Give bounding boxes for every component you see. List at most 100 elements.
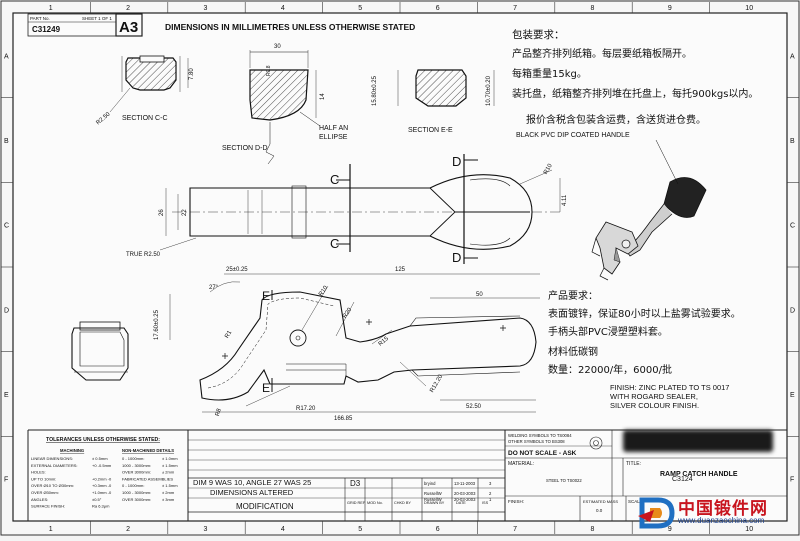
column-marker-top: 2 xyxy=(126,5,130,12)
column-marker-bottom: 3 xyxy=(204,526,208,533)
row-marker-right: D xyxy=(790,307,795,314)
mod-drawn-by: DRAWN BY xyxy=(424,501,445,505)
column-marker-top: 8 xyxy=(591,5,595,12)
plan-view: 26 22 R10 4.11 C C D D TRUE R2.50 xyxy=(126,154,568,265)
packing-line-3: 装托盘，纸箱整齐排列堆在托盘上，每托900kgs以内。 xyxy=(512,89,759,100)
mod-row-date: 20-03-2003 xyxy=(454,497,476,502)
do-not-scale: DO NOT SCALE - ASK xyxy=(508,450,577,457)
plan-label-c-top: C xyxy=(330,172,339,187)
tolerance-left-value: Ra 6.3μm xyxy=(92,504,110,509)
plan-label-d-bottom: D xyxy=(452,250,461,265)
dim-dd-width: 30 xyxy=(274,44,281,50)
row-marker-right: A xyxy=(790,53,795,60)
mod-date: DATE xyxy=(456,501,466,505)
dim-plan-d: 4.11 xyxy=(562,194,568,206)
column-marker-bottom: 2 xyxy=(126,526,130,533)
column-marker-bottom: 5 xyxy=(358,526,362,533)
tolerance-right-value: ± 3mm xyxy=(162,497,175,502)
packing-line-1: 产品整齐排列纸箱。每层要纸箱板隔开。 xyxy=(512,49,692,60)
mass-label: ESTIMATED MASS xyxy=(583,499,618,504)
tolerance-left-value: +1.0mm -0 xyxy=(92,490,112,495)
product-line-3: 材料低碳钢 xyxy=(548,347,598,358)
tolerance-left-label: EXTERNAL DIAMETERS: xyxy=(31,463,78,468)
dimensions-note: DIMENSIONS IN MILLIMETRES UNLESS OTHERWI… xyxy=(165,22,415,32)
mod-iss: ISS xyxy=(482,501,489,505)
dim-side-r1720: R17.20 xyxy=(296,406,316,412)
dim-ee-b: 10.70±0.20 xyxy=(486,75,492,106)
projection-symbol xyxy=(589,436,603,450)
section-d-d-label: SECTION D-D xyxy=(222,145,268,152)
dim-side-25: 25±0.25 xyxy=(226,267,248,273)
tolerance-right-label: OVER 3000mm: xyxy=(122,497,151,502)
product-line-1: 表面镀锌，保证80小时以上盐雾试验要求。 xyxy=(548,309,741,320)
section-d-d: 30 14 R0.8 SECTION D-D HALF AN ELLIPSE xyxy=(222,44,348,165)
true-r-label: TRUE R2.50 xyxy=(126,252,161,258)
tolerances-machining: MACHINING xyxy=(60,448,84,453)
tolerance-right-label: 0 - 1000mm: xyxy=(122,456,144,461)
column-marker-top: 5 xyxy=(358,5,362,12)
column-marker-bottom: 8 xyxy=(591,526,595,533)
scale-label: SCALE xyxy=(628,499,643,504)
dim-plan-22: 22 xyxy=(182,209,188,216)
row-marker-left: A xyxy=(4,53,9,60)
column-marker-bottom: 7 xyxy=(513,526,517,533)
tolerance-right-value: ± 1.0mm xyxy=(162,456,178,461)
dim-ee-a: 15.80±0.25 xyxy=(372,75,378,106)
product-line-2: 手柄头部PVC浸塑塑料套。 xyxy=(548,327,668,338)
tolerance-right-label: 0 - 1000mm: xyxy=(122,483,144,488)
row-marker-right: C xyxy=(790,223,795,230)
finish-note-line-2: WITH ROGARD SEALER, xyxy=(610,392,698,401)
packing-title: 包装要求： xyxy=(512,29,565,41)
column-marker-top: 9 xyxy=(668,5,672,12)
tolerance-right-label: 1000 - 3000mm: xyxy=(122,463,151,468)
mod-row-drawn-by: RussellW xyxy=(424,491,442,496)
tolerance-left-label: ANGLES: xyxy=(31,497,48,502)
tolerance-right-value: ± 1.5mm xyxy=(162,463,178,468)
watermark-text: 中国锻件网 xyxy=(678,499,768,519)
row-marker-left: C xyxy=(4,223,9,230)
column-marker-top: 3 xyxy=(204,5,208,12)
material-label: MATERIAL: xyxy=(508,461,534,467)
dim-plan-r10: R10 xyxy=(543,162,554,175)
quote-note: 报价含税含包装含运费，含送货进仓费。 xyxy=(526,115,706,126)
row-marker-left: B xyxy=(4,138,9,145)
side-label-e-bottom: E xyxy=(262,381,270,395)
mod-row-date: 20-03-2003 xyxy=(454,491,476,496)
material-steel: STEEL TO TS0022 xyxy=(546,478,582,483)
column-marker-top: 4 xyxy=(281,5,285,12)
sheet-label: SHEET 1 OF 1 xyxy=(82,16,112,21)
tolerance-right-value: ± 1.5mm xyxy=(162,483,178,488)
column-marker-top: 7 xyxy=(513,5,517,12)
modification-header: MODIFICATION xyxy=(236,502,294,511)
row-marker-left: D xyxy=(4,307,9,314)
welding-symbols: WELDING SYMBOLS TO TS0084 xyxy=(508,433,572,438)
tolerance-right-value: ± 2mm xyxy=(162,470,175,475)
modification-grid: D3 xyxy=(350,479,361,488)
part-no-label: PART No. xyxy=(30,16,50,21)
half-ellipse-label-2: ELLIPSE xyxy=(319,134,348,141)
tolerances-non-machined: NON-MACHINED DETAILS xyxy=(122,448,174,453)
finish-label: FINISH: xyxy=(508,499,524,504)
finish-note-line-1: FINISH: ZINC PLATED TO TS 0017 xyxy=(610,383,729,392)
tolerance-left-value: ±0.5° xyxy=(92,497,102,502)
end-view xyxy=(71,321,129,381)
mod-row-issue: 1 xyxy=(489,497,492,502)
dim-side-angle: 27° xyxy=(209,285,219,291)
dim-side-r10: R10 xyxy=(318,285,330,298)
tolerance-right-label: OVER 3000mm: xyxy=(122,470,151,475)
dim-dd-radius: R0.8 xyxy=(266,65,272,76)
tolerance-left-value: +0.2mm -0 xyxy=(92,476,112,481)
mod-row-drawn-by: bryind xyxy=(424,481,436,486)
side-label-e-top: E xyxy=(262,289,270,303)
tolerance-right-value: ± 2mm xyxy=(162,490,175,495)
column-marker-bottom: 6 xyxy=(436,526,440,533)
watermark-logo-icon xyxy=(638,497,675,529)
watermark: 中国锻件网 www.duanzaochina.com xyxy=(634,492,800,536)
section-c-c-label: SECTION C-C xyxy=(122,115,168,122)
column-marker-bottom: 1 xyxy=(49,526,53,533)
mod-row-date: 13-11-2003 xyxy=(454,481,476,486)
tolerance-left-label: HOLES: xyxy=(31,470,46,475)
